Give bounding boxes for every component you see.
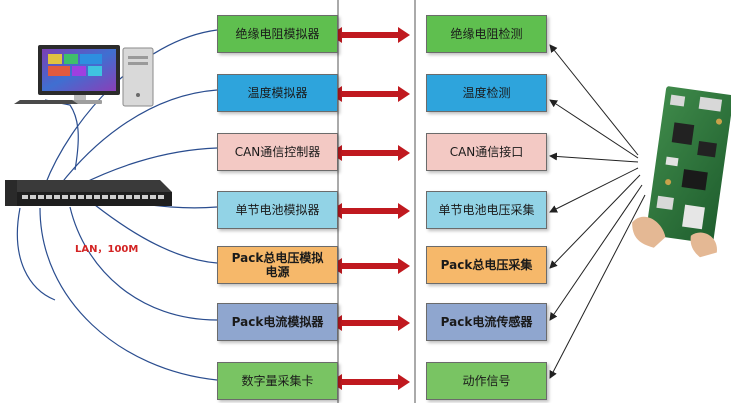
- box-label: CAN通信接口: [449, 145, 524, 159]
- pack-voltage-acquisition-box: Pack总电压采集: [426, 246, 547, 284]
- box-label: Pack总电压采集: [440, 258, 533, 272]
- board-pointer-arrows: [549, 44, 646, 379]
- box-label: 绝缘电阻检测: [450, 27, 523, 41]
- pack-current-simulator-box: Pack电流模拟器: [217, 303, 338, 341]
- insulation-resistance-detection-box: 绝缘电阻检测: [426, 15, 547, 53]
- double-arrow: [330, 27, 410, 43]
- double-arrow: [330, 203, 410, 219]
- double-arrow: [330, 258, 410, 274]
- box-label: 单节电池电压采集: [438, 203, 535, 217]
- temperature-detection-box: 温度检测: [426, 74, 547, 112]
- network-label: LAN，100M: [75, 244, 139, 255]
- insulation-resistance-simulator-box: 绝缘电阻模拟器: [217, 15, 338, 53]
- pack-voltage-simulation-power-box: Pack总电压模拟电源: [217, 246, 338, 284]
- pack-current-sensor-box: Pack电流传感器: [426, 303, 547, 341]
- desktop-computer-icon: [14, 45, 154, 107]
- can-communication-controller-box: CAN通信控制器: [217, 133, 338, 171]
- double-arrow: [330, 374, 410, 390]
- action-signal-box: 动作信号: [426, 362, 547, 400]
- box-label: 温度模拟器: [247, 86, 308, 100]
- digital-acquisition-card-box: 数字量采集卡: [217, 362, 338, 400]
- double-arrows: [330, 27, 410, 390]
- network-switch-icon: [5, 180, 172, 206]
- box-label: 数字量采集卡: [241, 374, 314, 388]
- box-label: 单节电池模拟器: [235, 203, 320, 217]
- box-label: Pack电流模拟器: [231, 315, 324, 329]
- box-label: 动作信号: [462, 374, 511, 388]
- can-communication-interface-box: CAN通信接口: [426, 133, 547, 171]
- bms-circuit-board-icon: [632, 86, 731, 258]
- box-label: 绝缘电阻模拟器: [235, 27, 320, 41]
- box-label: 温度检测: [462, 86, 511, 100]
- single-cell-voltage-acquisition-box: 单节电池电压采集: [426, 191, 547, 229]
- temperature-simulator-box: 温度模拟器: [217, 74, 338, 112]
- box-label: Pack电流传感器: [440, 315, 533, 329]
- center-band: [337, 0, 416, 403]
- box-label: CAN通信控制器: [234, 145, 321, 159]
- double-arrow: [330, 86, 410, 102]
- single-cell-battery-simulator-box: 单节电池模拟器: [217, 191, 338, 229]
- double-arrow: [330, 145, 410, 161]
- box-label: Pack总电压模拟电源: [231, 251, 324, 279]
- double-arrow: [330, 315, 410, 331]
